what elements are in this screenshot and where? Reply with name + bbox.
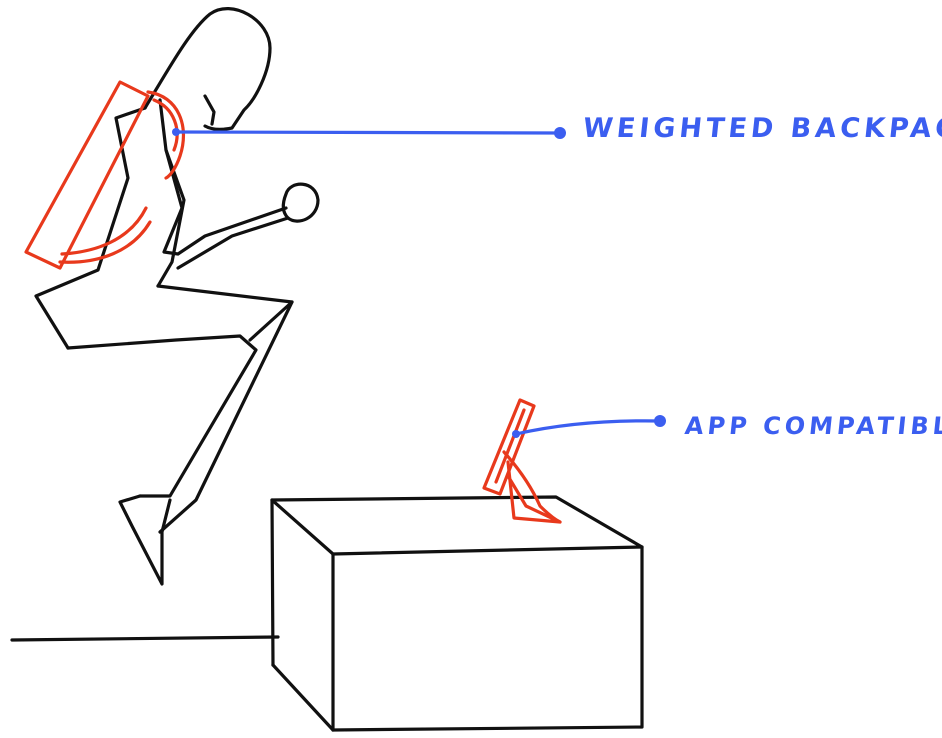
box-back-left-edge [270,498,275,667]
callout-backpack-anchor-dot [172,128,180,136]
figure-foot [118,494,172,586]
callout-app-anchor-dot [512,430,520,438]
phone-screen [482,398,536,496]
backpack-strap-shoulder-inner [152,98,179,152]
stand-base [506,460,562,524]
callout-backpack [172,127,566,139]
figure-face-detail [203,94,216,126]
backpack [24,80,185,270]
figure-arm-upper [162,148,288,256]
callout-app-line [514,419,662,436]
figure-head [143,7,272,131]
figure-fist [281,182,320,223]
box-top-face [270,495,644,556]
backpack-body [24,80,150,270]
jumping-figure [34,7,320,586]
phone-screen-inner [494,408,526,484]
plyo-box [270,495,644,732]
figure-hip [156,284,294,342]
figure-back [34,106,147,350]
callout-app-end-dot [654,415,666,427]
callout-backpack-line [174,130,562,135]
figure-chest [156,98,186,288]
callout-label-weighted-backpack: WEIGHTED BACKPACK [581,113,942,144]
backpack-strap-lower [60,206,148,256]
box-front-face [331,545,644,732]
figure-thigh [66,334,258,498]
figure-arm-lower [176,216,290,270]
box-left-bottom-edge [271,663,335,732]
backpack-strap-shoulder [146,90,185,180]
backpack-strap-lower-inner [58,220,152,264]
callout-label-app-compatible: APP COMPATIBLE [683,412,942,440]
callout-app [512,415,666,438]
ground-line [10,635,280,642]
callout-backpack-end-dot [554,127,566,139]
phone-stand [482,398,562,524]
figure-shin [158,300,294,534]
